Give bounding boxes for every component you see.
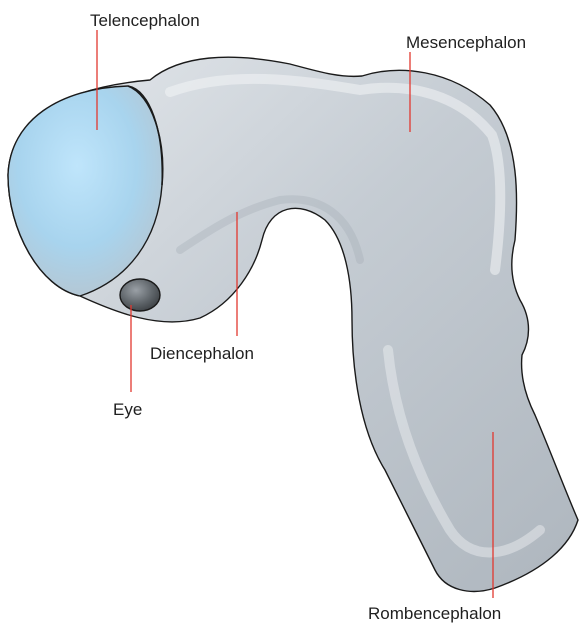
- diencephalon-label: Diencephalon: [150, 345, 254, 362]
- telencephalon-label: Telencephalon: [90, 12, 200, 29]
- rombencephalon-label: Rombencephalon: [368, 605, 501, 622]
- eye-label: Eye: [113, 401, 142, 418]
- mesencephalon-label: Mesencephalon: [406, 34, 526, 51]
- eye-shape: [120, 279, 160, 311]
